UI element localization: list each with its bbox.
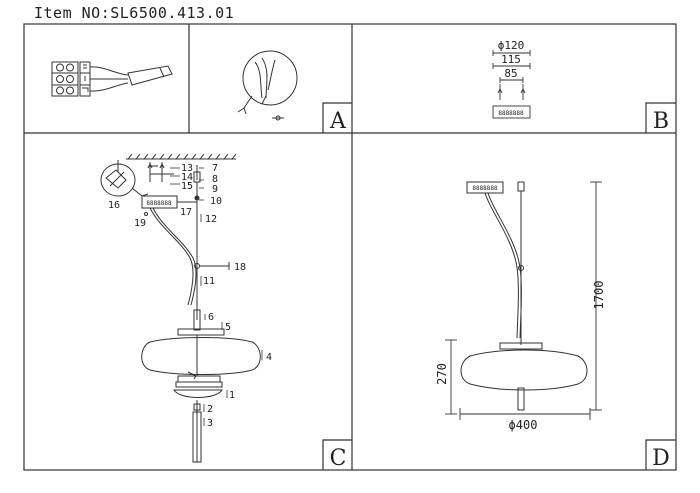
frame [23, 23, 677, 471]
panel-d-height-270: 270 [435, 363, 449, 385]
panel-b-dimensions [492, 50, 531, 119]
panel-c-canopy [141, 195, 197, 216]
part-label-2: 2 [207, 404, 213, 415]
panel-c-part-numbers: 13 14 15 16 17 19 7 8 9 10 12 18 11 6 5 … [108, 163, 272, 429]
panel-c-ceiling [126, 153, 237, 160]
panel-d-lamp [460, 181, 588, 411]
panel-a-letter: A [329, 109, 347, 134]
part-label-13: 13 [181, 163, 193, 174]
part-label-7: 7 [212, 163, 218, 174]
panel-a-terminal-block [51, 61, 91, 97]
panel-b-canopy-badge: 8888888 [498, 110, 524, 117]
panel-d-diameter-400: ϕ400 [509, 418, 538, 432]
part-label-14: 14 [181, 172, 193, 183]
panel-d-letter: D [652, 446, 670, 471]
panel-c-shade-assembly [141, 328, 261, 463]
part-label-9: 9 [212, 184, 218, 195]
part-label-5: 5 [225, 322, 231, 333]
panel-c-canopy-badge: 8888888 [146, 200, 172, 207]
part-label-16: 16 [108, 200, 120, 211]
part-label-4: 4 [266, 352, 272, 363]
part-label-1: 1 [229, 390, 235, 401]
panel-a-connector-detail [237, 50, 298, 121]
panel-b-letter: B [653, 109, 669, 134]
panel-a-wires [89, 65, 173, 92]
panel-d-height-1700: 1700 [592, 281, 606, 310]
panel-c-mounting-detail [100, 160, 174, 197]
part-label-12: 12 [205, 214, 217, 225]
panel-d-dimension-lines [445, 181, 602, 420]
part-label-3: 3 [207, 418, 213, 429]
panel-c-letter: C [330, 446, 347, 471]
part-label-11: 11 [203, 276, 215, 287]
panel-b-width-85: 85 [504, 67, 517, 80]
panel-d-canopy-badge: 8888888 [472, 185, 498, 192]
panel-b-diameter-120: ϕ120 [498, 39, 525, 52]
part-label-6: 6 [208, 312, 214, 323]
part-label-18: 18 [234, 262, 246, 273]
part-label-19: 19 [134, 218, 146, 229]
panel-b-width-115: 115 [501, 53, 521, 66]
part-label-8: 8 [212, 174, 218, 185]
part-label-10: 10 [210, 196, 222, 207]
part-label-17: 17 [180, 207, 192, 218]
panel-c-suspension [149, 165, 230, 331]
panel-c-leader-lines [170, 167, 263, 426]
part-label-15: 15 [181, 181, 193, 192]
item-number-title: Item NO:SL6500.413.01 [34, 4, 235, 22]
